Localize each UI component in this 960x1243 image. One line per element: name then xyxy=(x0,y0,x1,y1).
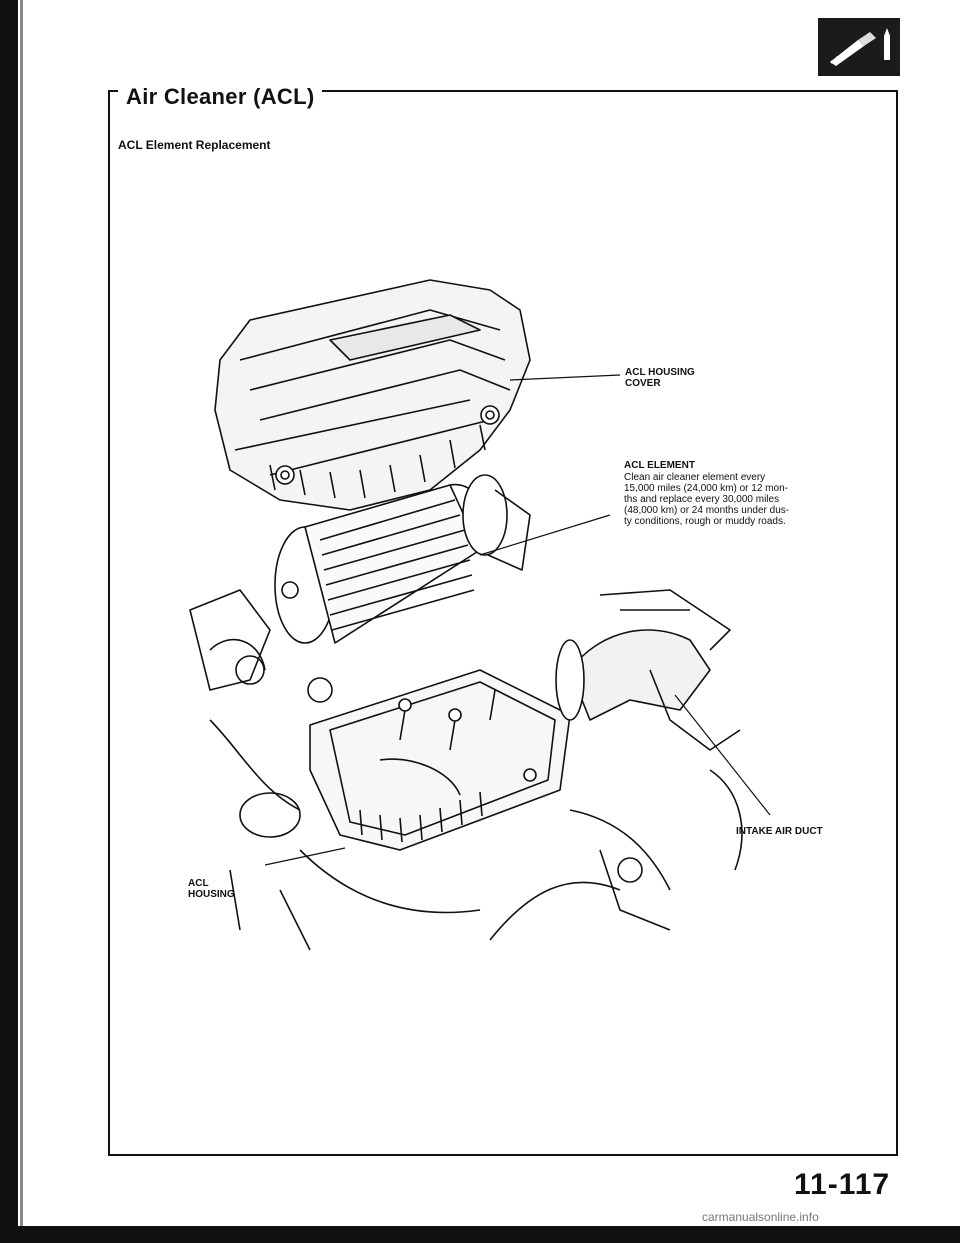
page-title: Air Cleaner (ACL) xyxy=(118,84,323,110)
intake-duct-label: INTAKE AIR DUCT xyxy=(736,826,823,837)
page-bottom-bar xyxy=(0,1226,960,1243)
section-frame xyxy=(108,90,898,1156)
housing-cover-shape xyxy=(214,279,531,511)
page-edge-line xyxy=(20,0,23,1243)
housing-shape xyxy=(309,669,571,851)
intake-duct-shape xyxy=(569,629,711,721)
housing-label: ACL HOUSING xyxy=(188,878,235,900)
housing-cover-label: ACL HOUSING COVER xyxy=(625,367,695,389)
section-subtitle: ACL Element Replacement xyxy=(118,138,271,152)
section-badge xyxy=(818,18,900,76)
element-description: Clean air cleaner element every 15,000 m… xyxy=(624,472,790,527)
page-edge-bar xyxy=(0,0,18,1243)
page-number: 11-117 xyxy=(794,1168,891,1201)
watermark-text: carmanualsonline.info xyxy=(702,1210,819,1224)
air-cleaner-diagram xyxy=(189,279,771,951)
element-label: ACL ELEMENT xyxy=(624,460,695,471)
engine-fuel-icon xyxy=(818,18,900,76)
